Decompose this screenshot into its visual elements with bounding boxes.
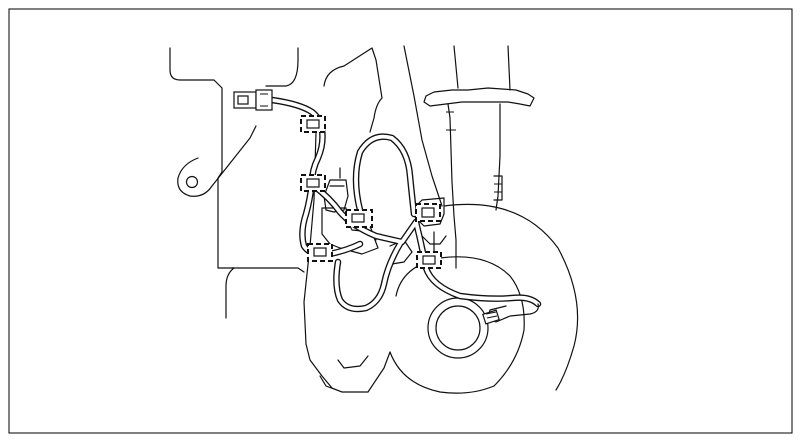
- brake-disc: [389, 203, 579, 394]
- hub: [395, 256, 525, 387]
- harness-clip: [415, 203, 441, 222]
- harness-clip: [300, 174, 326, 192]
- harness-clip: [416, 251, 442, 269]
- strut-assembly: [423, 45, 535, 269]
- bolt-hole: [185, 175, 199, 189]
- connector: [233, 89, 273, 111]
- harness-clips: [300, 115, 442, 269]
- body-panel: [169, 47, 305, 319]
- harness-clip: [345, 209, 373, 228]
- wheel-speed-sensor: [482, 303, 539, 325]
- harness-clip: [307, 243, 333, 262]
- harness-clip: [300, 115, 326, 133]
- figure-border: [8, 8, 793, 434]
- lower-arm: [177, 125, 257, 197]
